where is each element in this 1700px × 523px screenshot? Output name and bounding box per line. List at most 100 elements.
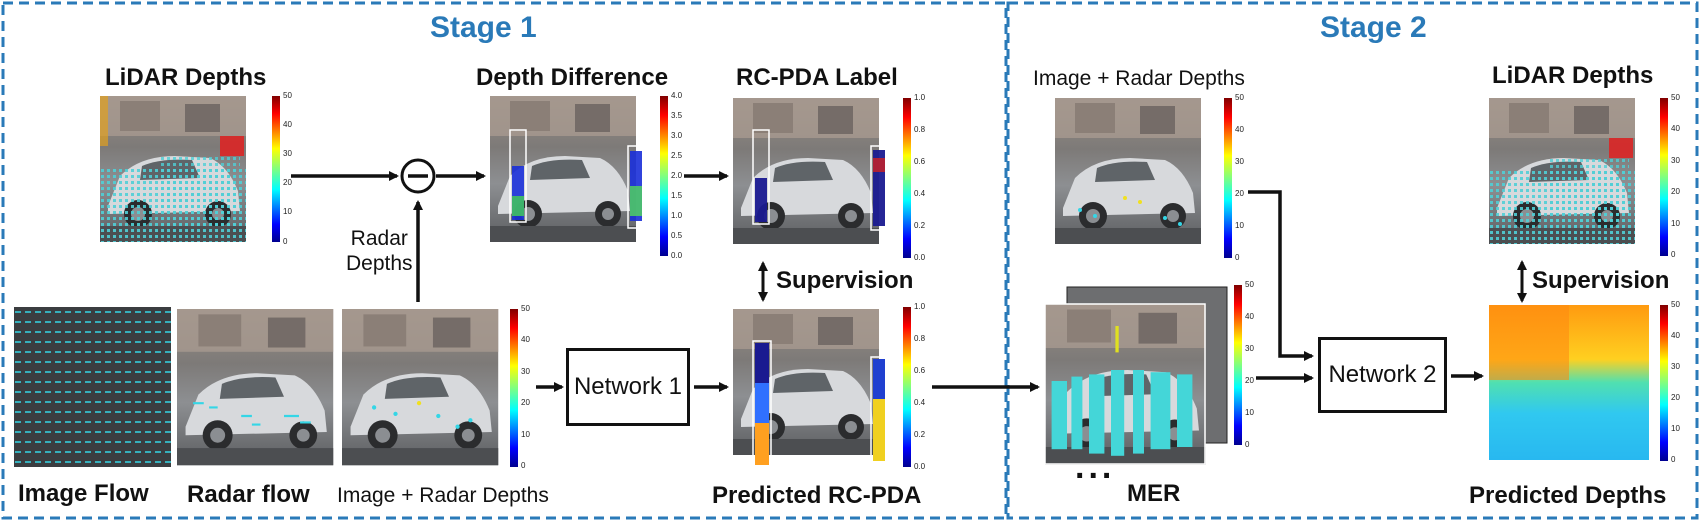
lidar-depths-image-1 [100,96,246,242]
arrow-radar-to-network2 [1248,190,1314,361]
tick: 50 [1235,93,1244,102]
tick: 10 [1245,408,1254,417]
colorbar-mer [1234,285,1242,445]
tick: 0.8 [914,334,926,343]
tick: 20 [1671,187,1680,196]
tick: 0 [1235,253,1240,262]
network-1-box: Network 1 [566,348,690,426]
label-image-radar-depths-top: Image + Radar Depths [1033,67,1245,90]
mer-ellipsis: ... [1075,448,1116,486]
depth-difference-image [490,96,645,242]
tick: 50 [1245,280,1254,289]
tick: 20 [1245,376,1254,385]
lidar-depths-image-2 [1489,98,1635,244]
predicted-depths-image [1489,305,1649,460]
tick: 0 [1671,455,1676,464]
label-mer: MER [1127,480,1181,507]
stage-1-title: Stage 1 [430,11,537,44]
radar-flow-image [177,309,334,466]
image-radar-depths-image-bottom [342,309,499,466]
tick: 30 [521,367,530,376]
tick: 0.2 [914,430,926,439]
colorbar-lidar-2 [1660,98,1668,256]
tick: 4.0 [671,91,683,100]
tick: 20 [1671,393,1680,402]
image-radar-depths-image-top [1055,98,1201,244]
tick: 10 [283,207,292,216]
label-supervision-2: Supervision [1532,267,1670,294]
tick: 50 [1671,93,1680,102]
tick: 10 [1671,424,1680,433]
tick: 40 [1671,331,1680,340]
rcpda-label-image [733,98,888,244]
label-image-radar-depths-bottom: Image + Radar Depths [337,484,549,507]
tick: 2.0 [671,171,683,180]
label-supervision-1: Supervision [776,267,914,294]
tick: 50 [521,304,530,313]
tick: 3.5 [671,111,683,120]
stage-2-title: Stage 2 [1320,11,1427,44]
tick: 30 [1671,362,1680,371]
tick: 1.0 [671,211,683,220]
tick: 3.0 [671,131,683,140]
colorbar-predicted-rcpda [903,307,911,467]
tick: 0.8 [914,125,926,134]
tick: 50 [283,91,292,100]
image-flow-image [14,307,171,467]
tick: 20 [521,398,530,407]
tick: 20 [1235,189,1244,198]
stage-2-border [1006,1,1699,520]
tick: 0.6 [914,366,926,375]
label-image-flow: Image Flow [18,480,149,507]
tick: 0.0 [671,251,683,260]
label-radar-depths: Radar Depths [346,227,413,276]
tick: 0 [1245,440,1250,449]
tick: 40 [521,335,530,344]
label-radar-flow: Radar flow [187,481,310,508]
tick: 20 [283,178,292,187]
tick: 30 [1235,157,1244,166]
tick: 50 [1671,300,1680,309]
tick: 0.0 [914,462,926,471]
network-2-box: Network 2 [1318,337,1447,413]
tick: 40 [1671,124,1680,133]
tick: 30 [283,149,292,158]
tick: 40 [1235,125,1244,134]
tick: 1.0 [914,302,926,311]
tick: 0 [283,237,288,246]
stage-1-border [1,1,1008,520]
tick: 0.5 [671,231,683,240]
tick: 0 [521,461,526,470]
label-lidar-depths-1: LiDAR Depths [105,64,267,91]
tick: 0.0 [914,253,926,262]
tick: 0.4 [914,398,926,407]
tick: 40 [283,120,292,129]
mer-image-stack [1044,286,1228,465]
label-predicted-depths: Predicted Depths [1469,482,1667,509]
colorbar-rcpda-label [903,98,911,258]
tick: 30 [1671,156,1680,165]
colorbar-lidar-1 [272,96,280,242]
tick: 30 [1245,344,1254,353]
tick: 1.0 [914,93,926,102]
tick: 0 [1671,250,1676,259]
label-predicted-rcpda: Predicted RC-PDA [712,482,922,509]
colorbar-radar-bottom [510,309,518,467]
colorbar-radar-top [1224,98,1232,258]
tick: 10 [1671,219,1680,228]
tick: 2.5 [671,151,683,160]
tick: 1.5 [671,191,683,200]
tick: 0.4 [914,189,926,198]
tick: 10 [521,430,530,439]
label-depth-difference: Depth Difference [476,64,669,91]
label-lidar-depths-2: LiDAR Depths [1492,62,1654,89]
colorbar-predicted-depths [1660,305,1668,461]
tick: 0.6 [914,157,926,166]
colorbar-diff [660,96,668,256]
predicted-rcpda-image [733,309,888,468]
tick: 0.2 [914,221,926,230]
label-rcpda-label: RC-PDA Label [736,64,898,91]
tick: 10 [1235,221,1244,230]
tick: 40 [1245,312,1254,321]
